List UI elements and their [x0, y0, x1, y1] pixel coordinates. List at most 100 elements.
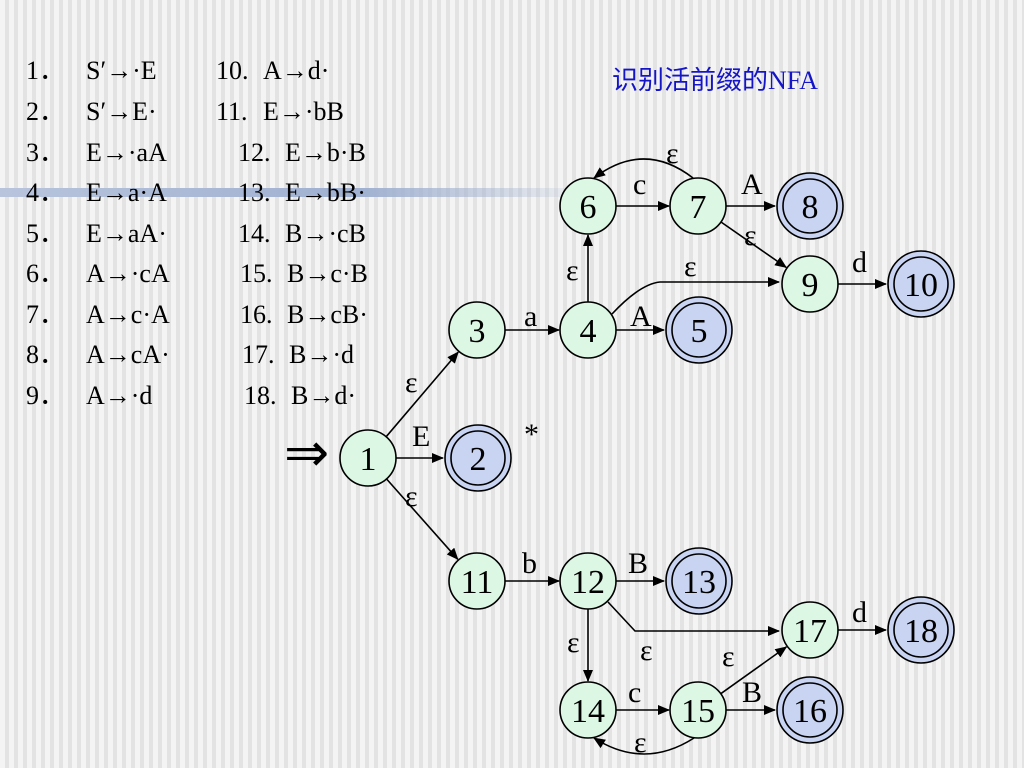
rule-text: B→d· — [291, 381, 356, 410]
transition-label: d — [852, 246, 867, 279]
rule-text: A→d· — [263, 56, 330, 85]
final-state-inner-ring — [450, 430, 506, 486]
final-state: 13 — [665, 547, 733, 615]
rule-num: 1． — [26, 56, 66, 85]
state-node: 1 — [339, 429, 397, 487]
rule-num: 13. — [238, 178, 271, 207]
rule-text: E→b·B — [285, 138, 366, 167]
rule-num: 10. — [216, 56, 249, 85]
transition-label: d — [852, 596, 867, 629]
transition-edge — [720, 221, 788, 269]
state-circle — [448, 301, 506, 359]
final-state: 2 — [444, 424, 512, 492]
rule-text: A→·cA — [86, 259, 170, 288]
rule-num: 16. — [240, 300, 273, 329]
rule-num: 4． — [26, 178, 66, 207]
transition-label: B — [628, 547, 648, 580]
state-node: 12 — [559, 552, 617, 610]
transition-edge — [611, 277, 780, 315]
rule-text: A→c·A — [86, 300, 170, 329]
rule-list: 1． S′→·E 10. A→d· 2． S′→E· 11. E→·bB 3． … — [0, 0, 560, 420]
transition-edge — [385, 351, 459, 438]
rule-num: 5． — [26, 219, 66, 248]
state-node: 15 — [669, 681, 727, 739]
final-state: 16 — [776, 676, 844, 744]
state-circle — [781, 255, 839, 313]
transition-label: ε — [722, 640, 735, 673]
state-label: 10 — [904, 267, 938, 304]
transition-label: b — [522, 547, 537, 580]
transition-label: ε — [744, 219, 757, 252]
final-state: 5 — [665, 296, 733, 364]
final-state-inner-ring — [671, 302, 727, 358]
rule-text: B→·d — [289, 340, 354, 369]
state-label: 13 — [682, 564, 716, 601]
transition-label: E — [412, 420, 430, 453]
transition-label: ε — [405, 480, 418, 513]
rule-text: A→cA· — [86, 340, 170, 369]
final-state: 10 — [887, 250, 955, 318]
rule-text: E→aA· — [86, 219, 167, 248]
state-node: 14 — [559, 681, 617, 739]
final-state-inner-ring — [782, 682, 838, 738]
final-state: 8 — [776, 172, 844, 240]
state-circle — [559, 681, 617, 739]
divider-bar — [0, 188, 600, 197]
transition-label: A — [630, 300, 652, 333]
state-label: 2 — [470, 441, 487, 478]
transition-label: ε — [405, 366, 418, 399]
state-node: 17 — [781, 601, 839, 659]
state-circle — [448, 552, 506, 610]
rule-num: 11. — [216, 97, 248, 126]
final-state: 18 — [887, 596, 955, 664]
state-node: 9 — [781, 255, 839, 313]
rule-text: S′→·E — [86, 56, 157, 85]
state-circle — [781, 601, 839, 659]
transition-edge — [720, 646, 788, 695]
state-circle — [339, 429, 397, 487]
rule-text: S′→E· — [86, 97, 157, 126]
transition-label: ε — [666, 137, 679, 170]
transition-label: A — [741, 168, 763, 201]
transition-label: ε — [634, 726, 647, 759]
rule-text: E→a·A — [86, 178, 167, 207]
slide-title: 识别活前缀的NFA — [612, 66, 819, 95]
state-label: 5 — [691, 313, 708, 350]
state-node: 6 — [559, 177, 617, 235]
state-label: 18 — [904, 613, 938, 650]
start-arrow-icon: ⇒ — [284, 423, 329, 483]
rule-text: A→·d — [86, 381, 153, 410]
state-label: 3 — [469, 313, 486, 350]
transition-edge — [593, 158, 694, 179]
transition-edge — [593, 737, 695, 755]
final-state-inner-ring — [893, 256, 949, 312]
state-label: 14 — [571, 693, 605, 730]
state-label: 15 — [681, 693, 715, 730]
state-node: 3 — [448, 301, 506, 359]
rule-text: B→c·B — [287, 259, 368, 288]
state-node: 4 — [559, 301, 617, 359]
state-circle — [669, 681, 727, 739]
state-circle — [559, 177, 617, 235]
final-state-inner-ring — [671, 553, 727, 609]
state-label: 7 — [690, 189, 707, 226]
transition-edge — [607, 601, 780, 636]
rule-text: E→·bB — [263, 97, 344, 126]
rule-num: 8． — [26, 340, 66, 369]
rule-num: 3． — [26, 138, 66, 167]
state-label: 17 — [793, 613, 827, 650]
final-state-inner-ring — [782, 178, 838, 234]
rule-num: 6． — [26, 259, 66, 288]
star-note: * — [524, 418, 539, 451]
state-circle — [669, 177, 727, 235]
rule-text: B→·cB — [285, 219, 366, 248]
state-node: 7 — [669, 177, 727, 235]
rule-num: 9． — [26, 381, 66, 410]
transition-label: c — [628, 676, 641, 709]
state-label: 6 — [580, 189, 597, 226]
state-circle — [559, 552, 617, 610]
